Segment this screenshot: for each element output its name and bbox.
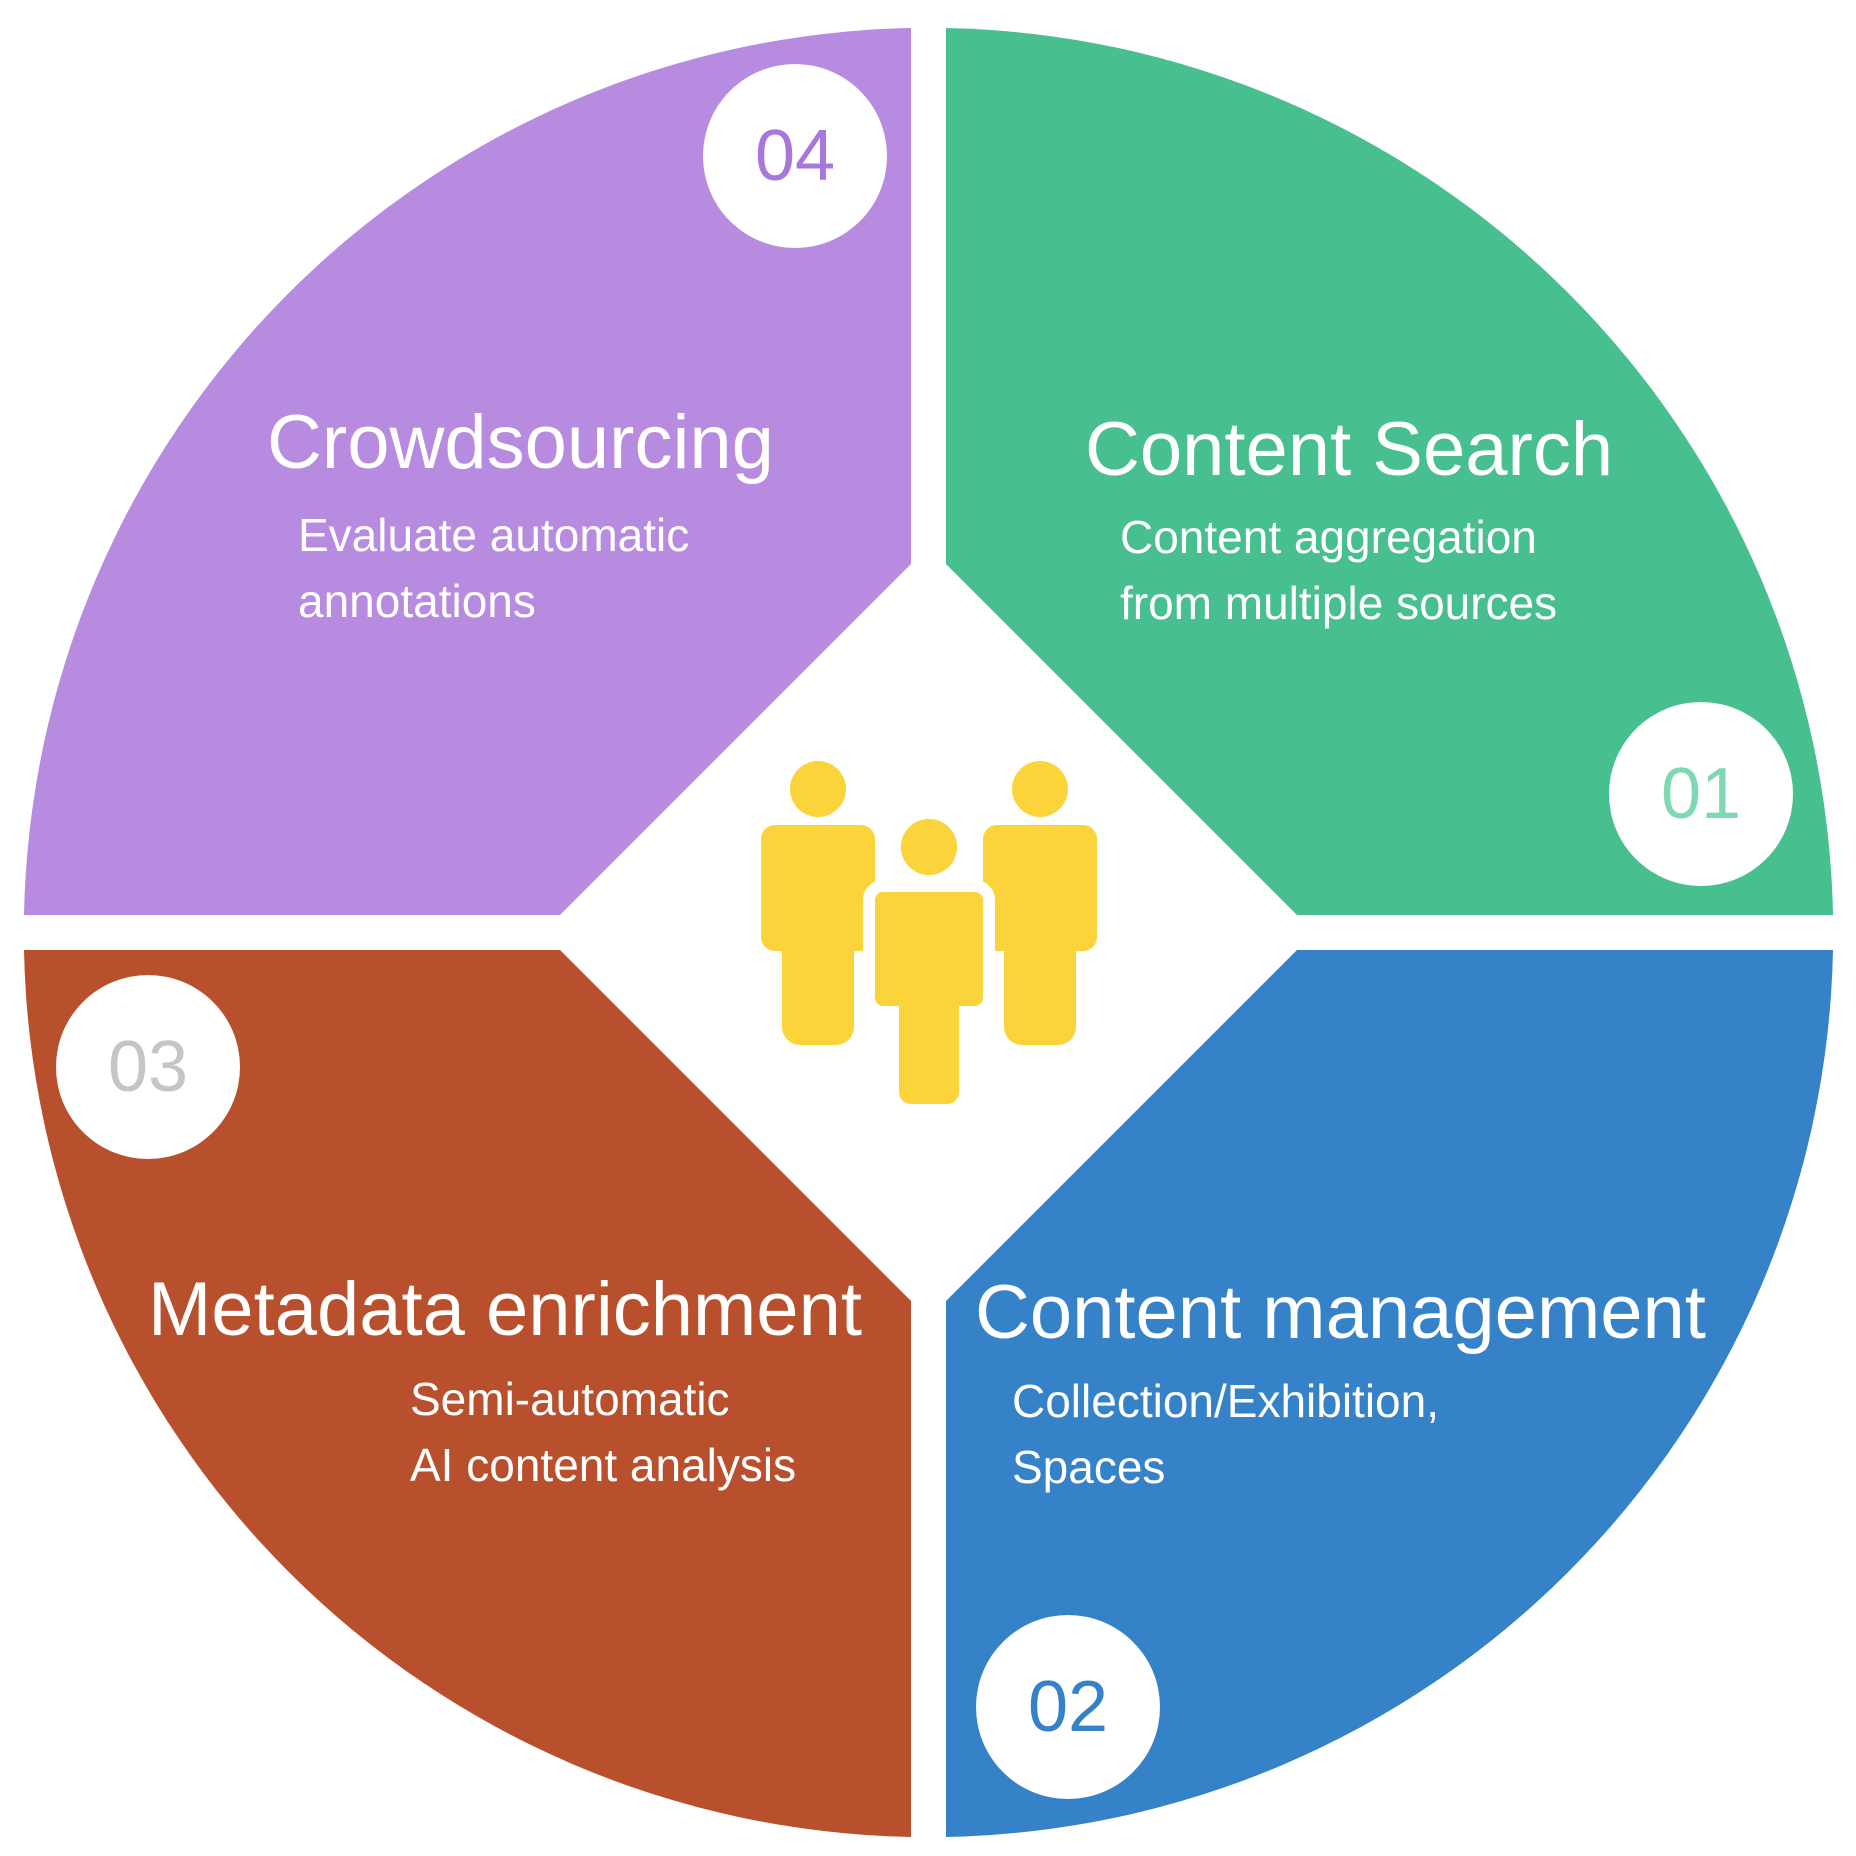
- metadata-enrichment-description-line-2: AI content analysis: [410, 1439, 797, 1491]
- content-management-description-line-2: Spaces: [1012, 1441, 1166, 1493]
- metadata-enrichment-description-line-1: Semi-automatic: [410, 1373, 730, 1425]
- quadrant-crowdsourcing: [24, 28, 911, 915]
- content-management-description: Collection/Exhibition, Spaces: [1012, 1368, 1439, 1500]
- badge-04: 04: [703, 64, 887, 248]
- badge-01: 01: [1609, 702, 1793, 886]
- content-search-description-line-2: from multiple sources: [1120, 577, 1558, 629]
- content-management-description-line-1: Collection/Exhibition,: [1012, 1375, 1440, 1427]
- content-search-description-line-1: Content aggregation: [1120, 511, 1537, 563]
- content-search-title: Content Search: [1085, 407, 1614, 492]
- quadrant-metadata-enrichment: [24, 950, 911, 1837]
- crowdsourcing-description-line-2: annotations: [298, 575, 536, 627]
- quadrant-content-management: [946, 950, 1833, 1837]
- metadata-enrichment-description: Semi-automatic AI content analysis: [410, 1366, 796, 1498]
- people-group-icon: [761, 761, 1097, 1116]
- quadrant-content-search: [946, 28, 1833, 915]
- badge-02: 02: [976, 1615, 1160, 1799]
- crowdsourcing-description: Evaluate automatic annotations: [298, 502, 689, 634]
- badge-03: 03: [56, 975, 240, 1159]
- content-management-title: Content management: [975, 1270, 1706, 1355]
- crowdsourcing-description-line-1: Evaluate automatic: [298, 509, 690, 561]
- content-search-description: Content aggregation from multiple source…: [1120, 504, 1557, 636]
- metadata-enrichment-title: Metadata enrichment: [148, 1267, 862, 1352]
- crowdsourcing-title: Crowdsourcing: [267, 400, 774, 485]
